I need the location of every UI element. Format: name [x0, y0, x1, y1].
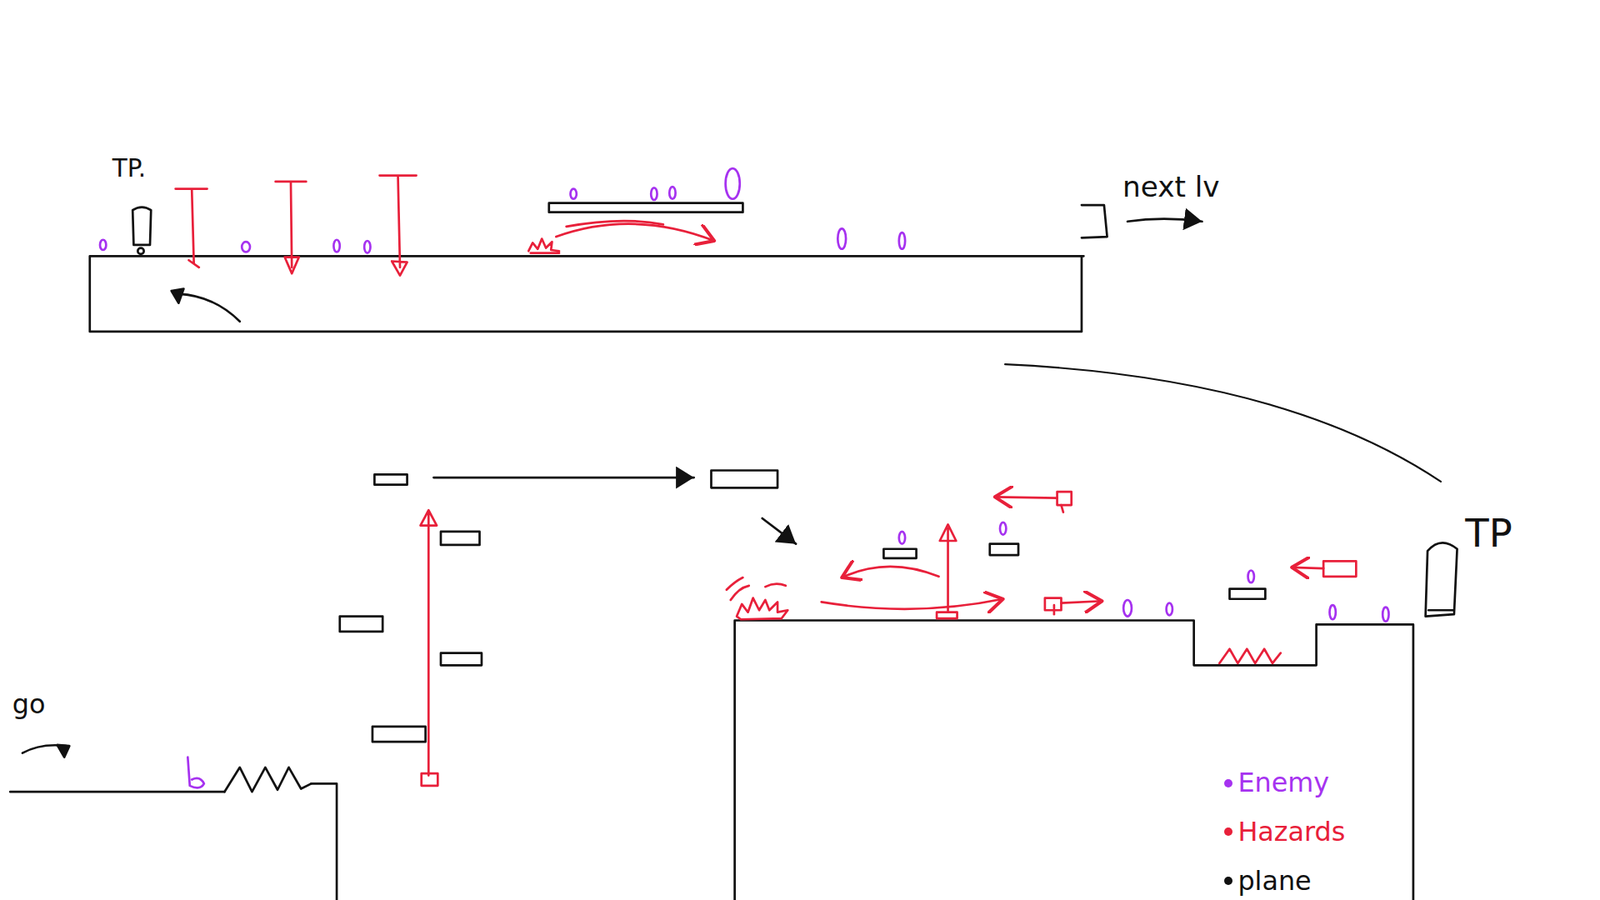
top-hazards — [175, 175, 715, 276]
top-enemies — [100, 168, 905, 254]
sketch-label: next lv — [1122, 171, 1220, 204]
legend-swatch — [1224, 779, 1233, 788]
legend-swatch — [1224, 827, 1233, 836]
bottom-hazards — [420, 491, 1356, 786]
sketch-label: TP. — [112, 155, 146, 182]
link-curve — [1005, 364, 1441, 482]
sketch-label: go — [12, 690, 46, 720]
top-ground — [90, 203, 1203, 332]
bottom-enemies — [187, 522, 1389, 788]
legend-text: Enemy — [1237, 768, 1330, 798]
legend-text: Hazards — [1237, 817, 1345, 847]
legend-text: plane — [1237, 866, 1311, 896]
sketch-label: TP — [1465, 512, 1512, 555]
bottom-terrain — [10, 470, 1457, 900]
legend-swatch — [1224, 876, 1233, 885]
